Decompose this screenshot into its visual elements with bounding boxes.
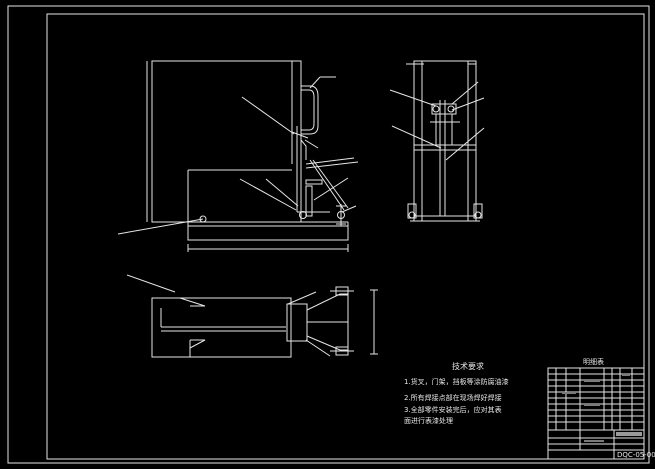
- note-line-3: 3.全部零件安装完后，应对其表: [404, 405, 502, 414]
- front-view: [117, 60, 359, 252]
- note-line-2: 2.所有焊接点部在现场焊好焊接: [404, 393, 502, 402]
- side-view: [389, 60, 485, 222]
- outer-border: [7, 5, 650, 464]
- drawing-number: DQC-05-00: [617, 451, 655, 459]
- bom-table: [547, 367, 645, 460]
- bom-title: 明细表: [583, 357, 604, 366]
- notes-title: 技术要求: [452, 361, 484, 371]
- note-line-1: 1.货叉，门架，挡板等涂防腐油漆: [404, 377, 509, 386]
- note-line-4: 面进行表漆处理: [404, 416, 453, 425]
- top-view: [126, 274, 378, 358]
- inner-frame: [46, 13, 645, 460]
- side-view-frame: [413, 60, 477, 222]
- front-view-cabinet: [151, 60, 302, 223]
